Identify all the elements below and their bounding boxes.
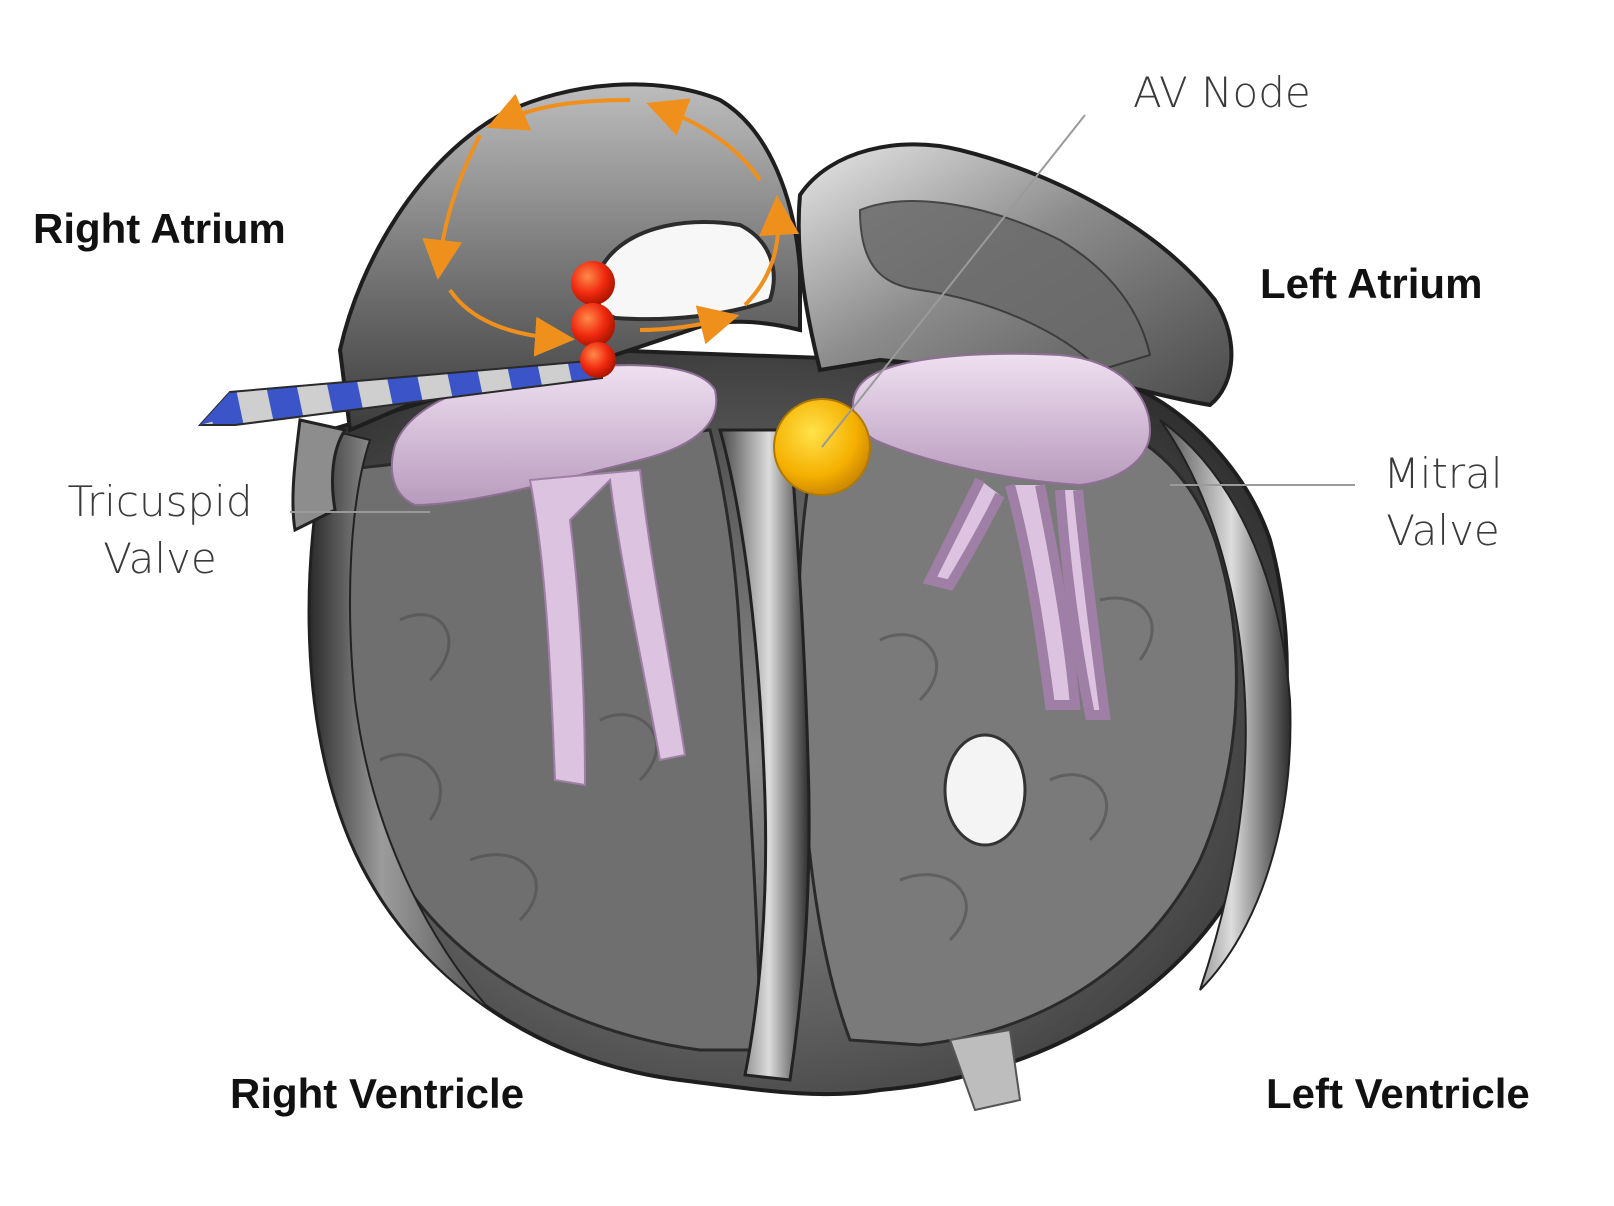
ablation-sphere-upper [571, 261, 615, 305]
right-atrium-shell [337, 82, 802, 433]
left-atrium-inner-wall [858, 200, 1152, 372]
label-left-ventricle: Left Ventricle [1266, 1070, 1530, 1117]
label-right-atrium: Right Atrium [33, 205, 286, 252]
lv-wall-opening [943, 733, 1027, 847]
reentry-circuit-arrows [422, 93, 800, 357]
interventricular-septum [718, 428, 811, 1082]
label-mitral-line1: Mitral [1383, 449, 1502, 498]
label-av-node: AV Node [1133, 68, 1311, 117]
mitral-chordae [922, 477, 1111, 720]
ablation-sphere-lower [580, 342, 616, 378]
right-outer-wall [1159, 419, 1292, 991]
apex-structure [948, 1028, 1022, 1112]
ablation-sphere-middle [571, 303, 615, 347]
label-right-ventricle: Right Ventricle [230, 1070, 524, 1117]
label-left-atrium: Left Atrium [1260, 260, 1482, 307]
label-mitral-line2: Valve [1386, 506, 1500, 555]
av-node-leader [821, 114, 1086, 448]
tricuspid-chordae [528, 468, 687, 787]
label-tricuspid-line1: Tricuspid [67, 477, 252, 526]
right-atrium-appendage [291, 418, 348, 533]
mitral-valve [852, 352, 1152, 487]
label-tricuspid-line2: Valve [103, 534, 217, 583]
trabeculae-texture [379, 596, 1154, 942]
